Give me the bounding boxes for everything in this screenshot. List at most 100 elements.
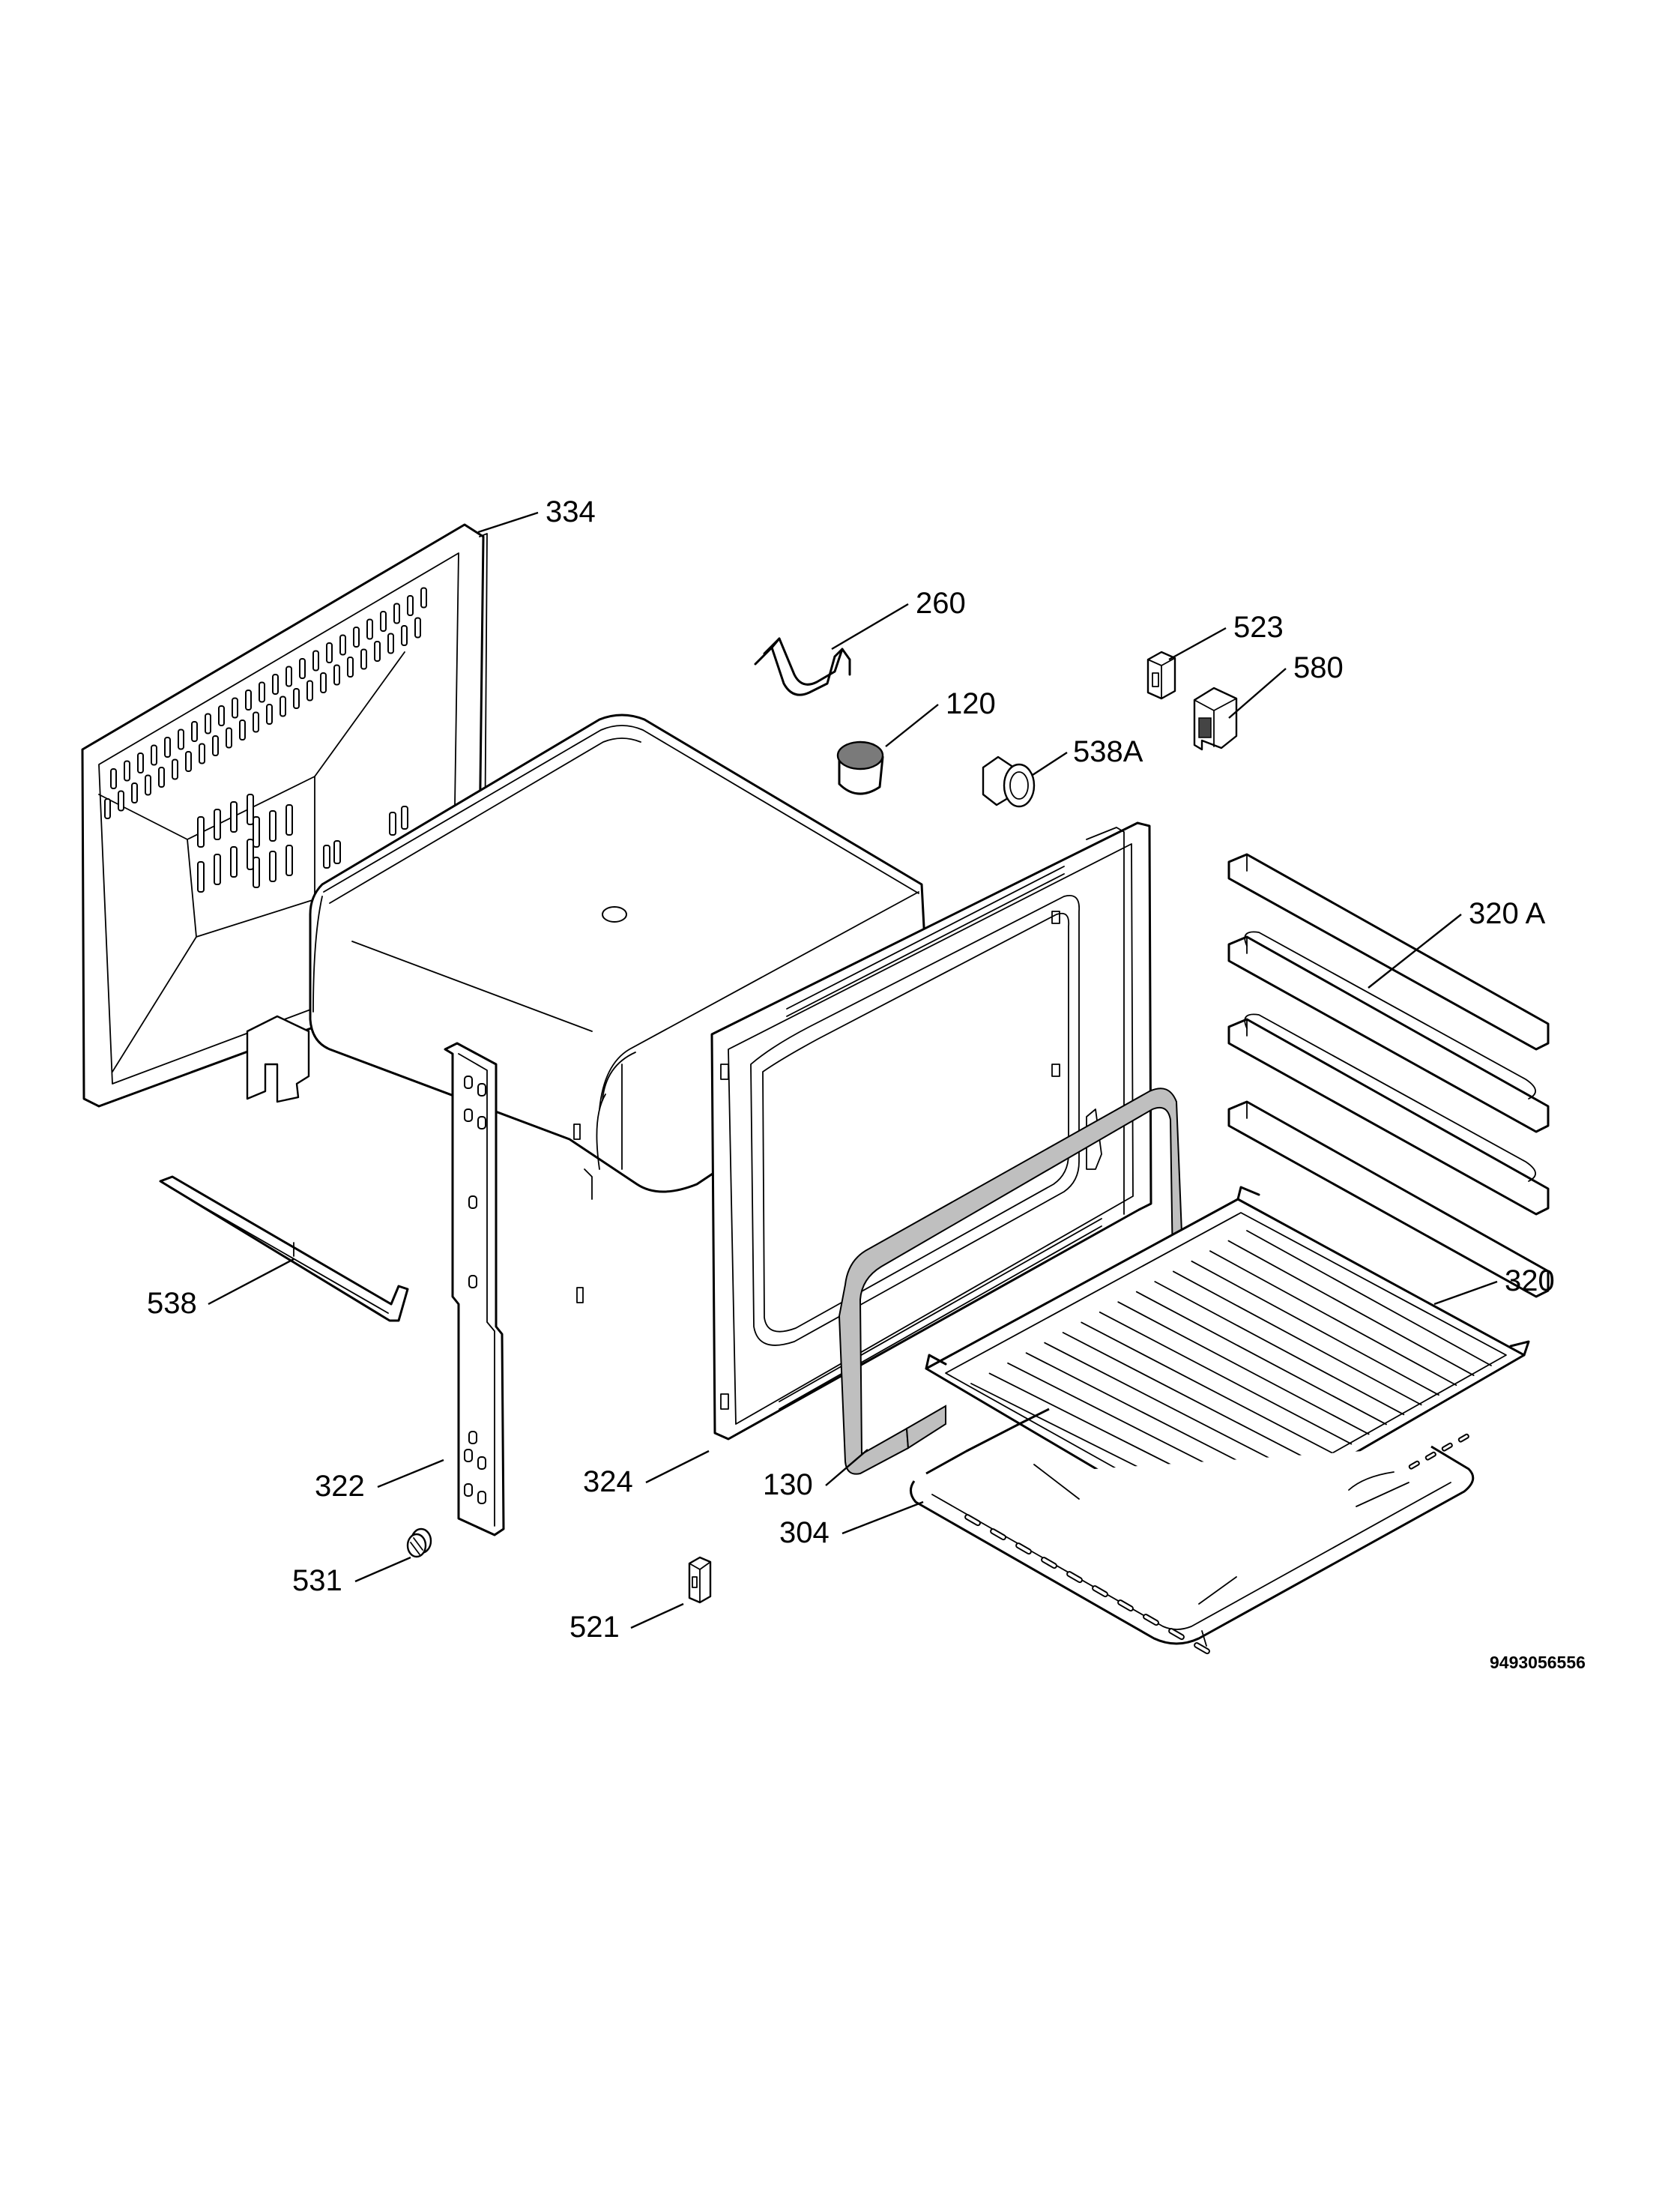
mount-hole [464, 1483, 473, 1497]
vent-slot [110, 768, 117, 789]
callout-538: 538 [147, 1287, 197, 1320]
vent-slot [366, 618, 373, 640]
vent-slot [374, 641, 381, 662]
callout-130: 130 [763, 1468, 813, 1501]
tray-slot [964, 1514, 981, 1527]
part-322-side-rail [444, 1042, 505, 1536]
vent-slot [259, 681, 265, 703]
vent-slot [280, 696, 286, 717]
vent-slot [380, 611, 387, 632]
shelf-bar [1117, 1301, 1370, 1435]
mount-hole [468, 1195, 477, 1209]
part-324-door-frame [710, 821, 1152, 1441]
part-538-strip [159, 1175, 409, 1322]
shelf-bar [1062, 1332, 1317, 1465]
vent-slot [393, 603, 400, 624]
part-130-gasket [838, 1088, 1190, 1475]
vent-slot [269, 810, 277, 842]
vent-slot [320, 672, 327, 693]
vent-slot [247, 839, 254, 870]
callout-521: 521 [569, 1611, 620, 1644]
vent-slot [299, 658, 306, 679]
mount-hole [477, 1491, 486, 1504]
vent-slot [312, 650, 319, 672]
callout-320: 320 [1505, 1264, 1555, 1297]
mount-hole [477, 1083, 486, 1097]
mount-hole [477, 1116, 486, 1129]
callout-531: 531 [292, 1564, 342, 1597]
shelf-bar [1044, 1342, 1300, 1474]
callout-334: 334 [546, 495, 596, 528]
leader-line-320A [1368, 914, 1462, 989]
vent-slot [164, 737, 171, 758]
callout-320A: 320 A [1469, 897, 1546, 930]
vent-slot [306, 680, 313, 702]
vent-slot [347, 657, 354, 678]
vent-slot [197, 816, 205, 848]
vent-slot [232, 697, 238, 719]
vent-slot [389, 812, 396, 836]
vent-slot [131, 782, 138, 803]
vent-slot [151, 744, 157, 766]
tray-slot [1424, 1451, 1436, 1461]
vent-slot [414, 617, 421, 639]
leader-line-523 [1168, 627, 1227, 661]
vent-slot [197, 861, 205, 893]
leader-line-531 [354, 1556, 411, 1583]
vent-slot [212, 735, 219, 756]
vent-slot [420, 587, 427, 609]
leader-line-521 [630, 1602, 684, 1629]
vent-slot [333, 840, 341, 864]
vent-slot [226, 727, 232, 749]
shelf-bar [1172, 1270, 1422, 1406]
tray-slot [1041, 1557, 1057, 1569]
tray-slot [1168, 1628, 1185, 1641]
leader-line-130 [825, 1449, 868, 1486]
vent-slot [199, 743, 205, 764]
vent-slot [293, 688, 300, 709]
vent-slot [145, 774, 151, 796]
vent-slot [387, 633, 394, 654]
vent-slot [333, 664, 340, 686]
vent-slot [158, 767, 165, 788]
drawing-code: 9493056556 [1490, 1653, 1586, 1672]
vent-slot [285, 845, 293, 876]
tray-slot [1441, 1442, 1453, 1452]
vent-slot [124, 760, 130, 782]
tray-slot [1117, 1599, 1134, 1612]
vent-slot [339, 634, 346, 656]
vent-slot [285, 804, 293, 836]
vent-slot [137, 752, 144, 773]
vent-slot [230, 801, 238, 833]
callout-538A: 538A [1073, 735, 1143, 768]
vent-slot [178, 729, 184, 750]
tray-slot [1015, 1542, 1032, 1555]
vent-slot [118, 790, 124, 812]
mount-hole [464, 1076, 473, 1089]
mount-hole [468, 1275, 477, 1288]
vent-slot [253, 857, 260, 888]
tray-slot [990, 1528, 1006, 1541]
shelf-bar [1099, 1311, 1353, 1445]
vent-slot [230, 846, 238, 878]
mount-hole [477, 1456, 486, 1470]
shelf-bar [1135, 1291, 1387, 1426]
vent-slot [253, 711, 259, 733]
leader-line-324 [645, 1450, 710, 1484]
callout-260: 260 [916, 587, 966, 620]
mount-hole [464, 1449, 473, 1462]
leader-line-120 [885, 704, 939, 747]
shelf-bar [1191, 1260, 1439, 1396]
leader-line-304 [841, 1500, 924, 1535]
vent-slot [266, 704, 273, 725]
callout-322: 322 [315, 1470, 365, 1503]
rack-wire [1244, 1013, 1536, 1182]
vent-slot [172, 758, 178, 780]
part-304-tray [910, 1408, 1475, 1655]
vent-slot [360, 648, 367, 670]
shelf-bar [1209, 1250, 1457, 1387]
tray-slot [1457, 1433, 1469, 1443]
part-580-latch [1193, 687, 1238, 751]
callout-324: 324 [583, 1465, 633, 1498]
